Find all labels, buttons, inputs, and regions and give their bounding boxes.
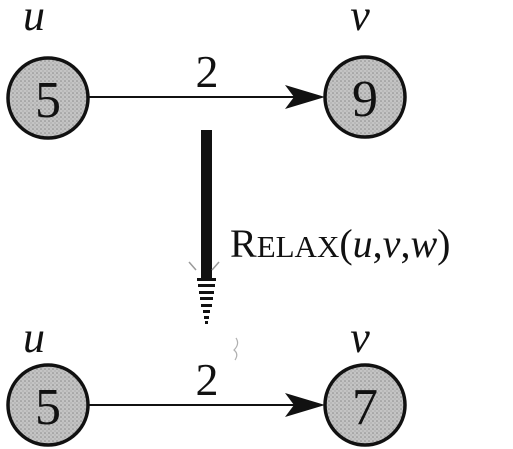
after-graph: u v 5 7 2 [6, 313, 407, 447]
before-u-value: 5 [35, 72, 61, 129]
relax-arg-u: u [353, 221, 373, 266]
relax-initial: R [230, 221, 257, 266]
relax-comma-2: , [400, 221, 410, 266]
before-u-name: u [23, 0, 45, 40]
relax-arg-v: v [383, 221, 401, 266]
after-u-node [6, 363, 90, 447]
before-arrowhead [285, 85, 325, 109]
relax-comma-1: , [373, 221, 383, 266]
after-edge-weight: 2 [196, 354, 219, 405]
transition-arrow-shaft [201, 130, 212, 278]
relax-operation-label: RELAX(u,v,w) [230, 221, 450, 266]
after-v-name: v [350, 313, 370, 362]
relax-small-caps: ELAX [257, 229, 340, 264]
before-v-value: 9 [352, 71, 378, 128]
after-arrowhead [285, 393, 325, 417]
transition-arrowhead [197, 278, 216, 324]
after-v-value: 7 [352, 379, 378, 436]
before-u-node [6, 56, 90, 140]
after-u-value: 5 [35, 379, 61, 436]
relax-close-paren: ) [437, 221, 450, 266]
before-edge-weight: 2 [196, 46, 219, 97]
before-v-name: v [350, 0, 370, 40]
relax-arg-w: w [410, 221, 437, 266]
before-graph: u v 5 9 2 [6, 0, 407, 140]
relax-transition-arrow [188, 130, 239, 361]
relax-open-paren: ( [339, 221, 352, 266]
after-u-name: u [23, 313, 45, 362]
